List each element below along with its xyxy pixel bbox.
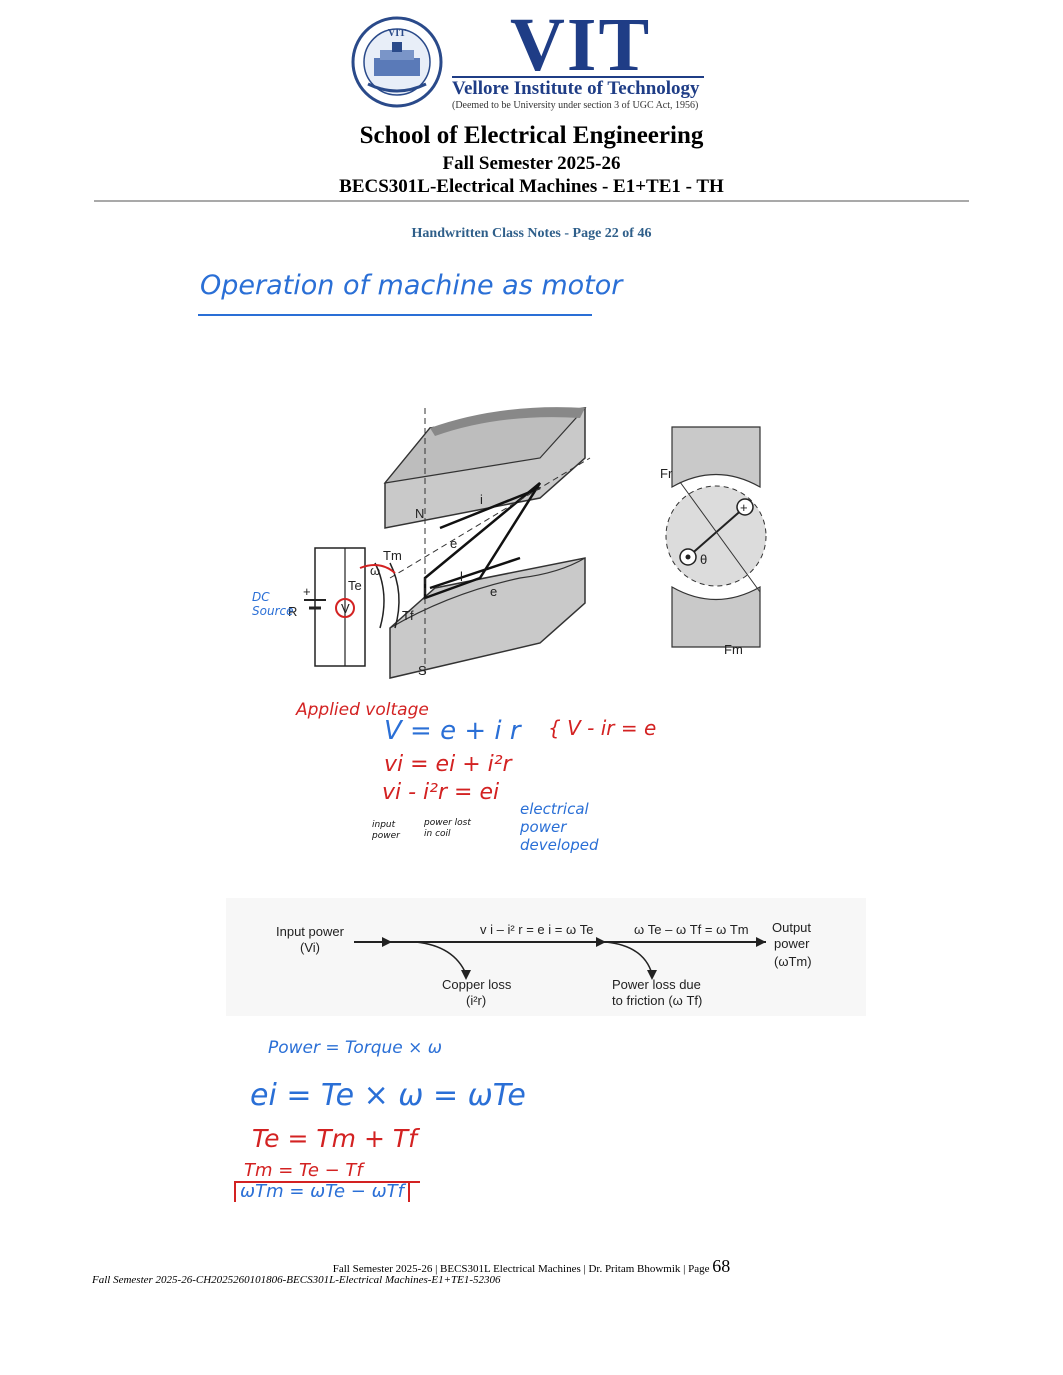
flow-friction2: to friction (ω Tf) [612, 993, 703, 1008]
te-equation: Te = Tm + Tf [252, 1124, 417, 1153]
svg-text:+: + [740, 500, 748, 515]
e-label-top: e [450, 536, 457, 551]
applied-voltage-label: Applied voltage [296, 700, 429, 720]
logo-rule [452, 76, 704, 78]
notes-title: Operation of machine as motor [200, 270, 623, 301]
flow-input: Input power [276, 924, 344, 939]
flow-copper: Copper loss [442, 977, 512, 992]
i-label: i [480, 492, 483, 507]
header-divider [94, 200, 969, 202]
motor-diagram: N S R + i e e l Tm Te Tf ω V [240, 388, 820, 688]
te-label: Te [348, 578, 362, 593]
v-label: V [341, 601, 350, 616]
ei-equation: ei = Te × ω = ωTe [250, 1078, 526, 1113]
vit-logo: VIT VIT Vellore Institute of Technology … [350, 3, 720, 114]
theta-label: θ [700, 552, 707, 567]
semester-title: Fall Semester 2025-26 [442, 153, 621, 174]
vit-seal-icon [351, 16, 443, 108]
tm-label: Tm [383, 548, 402, 563]
title-underline [198, 314, 592, 316]
cross-section-diagram: + Fr Fm θ [660, 422, 820, 662]
footer-page-number: 68 [712, 1256, 731, 1276]
tm-equation: Tm = Te − Tf [244, 1160, 363, 1181]
fm-label: Fm [724, 642, 743, 657]
footer-line-2: Fall Semester 2025-26-CH2025260101806-BE… [92, 1274, 501, 1286]
flow-friction: Power loss due [612, 977, 701, 992]
tf-label: Tf [402, 608, 414, 623]
footer-line: Fall Semester 2025-26 | BECS301L Electri… [0, 1256, 1063, 1277]
school-title: School of Electrical Engineering [359, 122, 704, 149]
flow-output3: (ωTm) [774, 954, 812, 969]
flow-stage1: v i – i² r = e i = ω Te [480, 922, 594, 937]
flow-output: Output [772, 920, 812, 935]
logo-wordmark: VIT [510, 3, 652, 87]
logo-name: Vellore Institute of Technology [452, 78, 700, 99]
plus-label: + [303, 584, 311, 599]
flow-input-sub: (Vi) [300, 940, 320, 955]
equation-3: vi - i²r = ei [382, 780, 500, 805]
equation-2: vi = ei + i²r [384, 752, 512, 777]
tm-underline [236, 1181, 420, 1183]
south-label: S [418, 663, 427, 678]
l-label: l [460, 569, 463, 584]
e-label-bottom: e [490, 584, 497, 599]
logo-seal-text: VIT [388, 28, 406, 39]
power-equation: Power = Torque × ω [268, 1038, 443, 1058]
dc-source-note: DC Source [252, 590, 294, 618]
input-power-note: input power [372, 820, 400, 841]
footer-text: Fall Semester 2025-26 | BECS301L Electri… [332, 1263, 710, 1275]
course-title: BECS301L-Electrical Machines - E1+TE1 - … [339, 176, 724, 197]
flow-stage2: ω Te – ω Tf = ω Tm [634, 922, 749, 937]
equation-1: V = e + i r [384, 716, 521, 746]
logo-tagline: (Deemed to be University under section 3… [452, 100, 699, 111]
flow-output2: power [774, 936, 810, 951]
r-label: R [288, 604, 297, 619]
flow-copper-sub: (i²r) [466, 993, 487, 1008]
electrical-power-note: electrical power developed [520, 800, 599, 854]
power-flow-diagram: Input power (Vi) v i – i² r = e i = ω Te… [226, 898, 866, 1016]
page-note: Handwritten Class Notes - Page 22 of 46 [411, 226, 652, 241]
fr-label: Fr [660, 466, 673, 481]
equation-1b: { V - ir = e [548, 716, 657, 740]
wtm-equation-box: ωTm = ωTe − ωTf [234, 1181, 410, 1202]
north-label: N [415, 506, 424, 521]
power-lost-note: power lost in coil [424, 818, 471, 839]
omega-label: ω [370, 563, 380, 578]
